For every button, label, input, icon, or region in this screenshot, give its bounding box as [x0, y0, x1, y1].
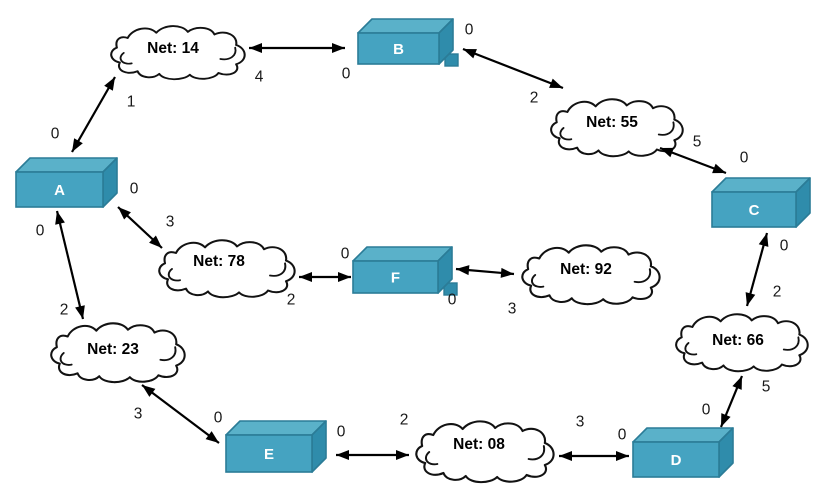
router-F[interactable]: [352, 246, 458, 296]
router-label-E: E: [264, 446, 274, 463]
port-label-F-net92-1: 3: [508, 301, 517, 318]
network-label-net55: Net: 55: [586, 114, 638, 131]
router-stub: [444, 53, 459, 67]
port-label-F-net92-0: 0: [448, 292, 457, 309]
router-top-face: [711, 177, 811, 193]
link-C-net66[interactable]: [745, 232, 769, 307]
port-label-net14-B-0: 4: [255, 69, 264, 86]
router-front-face: [352, 260, 439, 294]
network-label-net14: Net: 14: [147, 40, 199, 57]
port-label-A-net23-1: 2: [60, 302, 69, 319]
router-top-face: [352, 246, 453, 262]
port-label-net55-C-1: 0: [740, 150, 749, 167]
port-label-B-net55-1: 2: [530, 90, 539, 107]
port-label-D-net08-1: 3: [576, 414, 585, 431]
port-label-net78-F-1: 2: [287, 292, 296, 309]
port-label-E-net23-0: 0: [214, 410, 223, 427]
link-F-net92[interactable]: [455, 265, 515, 278]
port-label-net66-D-0: 5: [762, 379, 771, 396]
link-A-net23[interactable]: [55, 210, 85, 320]
router-front-face: [357, 32, 440, 65]
router-front-face: [632, 441, 720, 478]
port-label-A-net14-0: 0: [51, 126, 60, 143]
router-label-C: C: [749, 202, 760, 219]
port-label-A-net78-0: 0: [130, 181, 139, 198]
router-D[interactable]: [632, 427, 734, 478]
router-front-face: [15, 171, 104, 208]
router-A[interactable]: [15, 157, 118, 208]
port-label-C-net66-0: 0: [780, 238, 789, 255]
router-top-face: [632, 427, 734, 443]
port-label-A-net23-0: 0: [36, 223, 45, 240]
port-label-A-net14-1: 1: [127, 94, 136, 111]
port-label-net66-D-1: 0: [702, 402, 711, 419]
router-label-B: B: [393, 41, 404, 58]
router-front-face: [711, 191, 797, 228]
link-E-net23[interactable]: [141, 384, 220, 444]
router-label-F: F: [391, 270, 400, 287]
router-label-A: A: [54, 182, 65, 199]
link-net55-C[interactable]: [659, 146, 727, 175]
router-front-face: [225, 434, 313, 473]
router-C[interactable]: [711, 177, 811, 228]
network-label-net92: Net: 92: [560, 261, 612, 278]
port-label-D-net08-0: 0: [618, 427, 627, 444]
network-label-net08: Net: 08: [453, 436, 505, 453]
link-B-net55[interactable]: [462, 47, 564, 90]
port-label-net08-E-1: 0: [337, 424, 346, 441]
network-label-net78: Net: 78: [193, 253, 245, 270]
link-A-net14[interactable]: [71, 76, 116, 153]
network-label-net66: Net: 66: [712, 332, 764, 349]
port-label-B-net55-0: 0: [465, 22, 474, 39]
port-label-C-net66-1: 2: [773, 284, 782, 301]
port-label-net78-F-0: 0: [341, 246, 350, 263]
router-top-face: [15, 157, 118, 173]
link-net66-D[interactable]: [719, 375, 744, 428]
router-E[interactable]: [225, 420, 327, 473]
port-label-net55-C-0: 5: [693, 134, 702, 151]
router-top-face: [225, 420, 327, 436]
port-label-net14-B-1: 0: [342, 66, 351, 83]
port-label-A-net78-1: 3: [166, 214, 175, 231]
router-top-face: [357, 18, 454, 34]
router-B[interactable]: [357, 18, 459, 67]
router-stub: [443, 282, 458, 296]
network-label-net23: Net: 23: [87, 341, 139, 358]
link-A-net78[interactable]: [117, 206, 163, 249]
port-label-net08-E-0: 2: [400, 412, 409, 429]
router-label-D: D: [671, 452, 682, 469]
port-label-E-net23-1: 3: [134, 406, 143, 423]
